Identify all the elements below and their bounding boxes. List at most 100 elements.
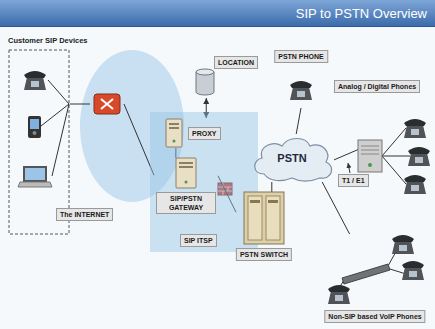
connector-line: [70, 104, 90, 105]
icon: [250, 200, 260, 203]
icon: [24, 77, 46, 90]
icon: [154, 158, 218, 224]
icon: [196, 69, 214, 95]
icon: [9, 50, 69, 234]
edge-label: T1 / E1: [338, 174, 369, 187]
icon: [402, 261, 424, 280]
icon: [30, 119, 39, 129]
icon: [382, 128, 406, 156]
icon: [392, 235, 414, 242]
icon: [244, 192, 284, 244]
icon: [24, 71, 46, 78]
icon: [368, 163, 372, 167]
icon: [176, 158, 196, 188]
icon: [402, 267, 424, 280]
icon: [266, 196, 280, 240]
proxy-server: PROXY: [164, 118, 230, 148]
node-label: PSTN PHONE: [274, 50, 328, 63]
node-label: Analog / Digital Phones: [334, 80, 420, 93]
icon: [8, 36, 70, 236]
icon: [33, 131, 37, 135]
connector-line: [296, 108, 301, 134]
location-server: LOCATION: [192, 54, 254, 98]
icon: [28, 116, 41, 138]
icon: [179, 166, 193, 168]
pstn-cloud: PSTN: [250, 134, 334, 182]
icon: [18, 166, 52, 187]
icon: [290, 87, 312, 100]
pstn-phone: PSTN PHONE: [270, 50, 332, 108]
node-label: SIP ITSP: [180, 234, 217, 247]
icon: [94, 94, 120, 114]
icon: [335, 295, 343, 301]
icon: [408, 147, 430, 166]
icon: [358, 140, 382, 172]
icon: [25, 168, 45, 180]
icon: [415, 157, 423, 163]
icon: [166, 119, 182, 147]
connector-line: [271, 182, 272, 192]
icon: [244, 192, 284, 244]
icon: [173, 140, 176, 143]
icon: [18, 182, 52, 187]
icon: [179, 162, 193, 164]
icon: [402, 261, 424, 268]
node-label: PROXY: [188, 127, 221, 140]
icon: [404, 181, 426, 194]
leader-arrow: [348, 163, 350, 173]
icon: [290, 81, 312, 88]
node-label: PSTN: [277, 152, 306, 165]
node-label: SIP/PSTN GATEWAY: [156, 192, 216, 214]
icon: [404, 125, 426, 138]
icon: [404, 119, 426, 138]
icon: [31, 81, 39, 87]
icon: [404, 175, 426, 182]
icon: [358, 140, 382, 172]
icon: [268, 200, 278, 203]
icon: [255, 139, 332, 182]
icon: [94, 94, 120, 114]
icon: [328, 285, 350, 304]
icon: [169, 123, 179, 125]
icon: [404, 119, 426, 126]
icon: [358, 116, 430, 196]
node-label: LOCATION: [214, 56, 258, 69]
icon: [166, 119, 182, 147]
icon: [408, 153, 430, 166]
node-label: Customer SIP Devices: [8, 36, 87, 45]
device-group: Customer SIP Devices: [8, 36, 70, 236]
icon: [176, 158, 196, 188]
icon: [24, 71, 46, 90]
icon: [52, 104, 69, 176]
icon: [382, 156, 410, 157]
icon: [48, 80, 69, 104]
connector-line: [322, 182, 349, 234]
icon: [185, 181, 188, 184]
icon: [409, 271, 417, 277]
icon: [408, 147, 430, 154]
icon: [411, 129, 419, 135]
icon: [169, 127, 179, 129]
node-label: Non-SIP based VoIP Phones: [324, 310, 425, 323]
title-bar: SIP to PSTN Overview: [0, 0, 435, 27]
connector-line: [334, 150, 358, 160]
title-text: SIP to PSTN Overview: [296, 6, 427, 21]
gateway-server: SIP/PSTN GATEWAY: [154, 158, 218, 224]
icon: [290, 81, 312, 100]
icon: [392, 235, 414, 254]
icon: [361, 146, 379, 154]
icon: [28, 116, 41, 138]
node-label: PSTN SWITCH: [236, 248, 292, 261]
icon: [328, 291, 350, 304]
itsp-region: SIP ITSP PROXY SIP/PSTN GATEWAY: [150, 112, 258, 252]
icon: [399, 245, 407, 251]
voip-group: Non-SIP based VoIP Phones: [322, 234, 428, 324]
icon: [382, 156, 406, 184]
icon: [404, 175, 426, 194]
icon: [342, 264, 390, 284]
icon: [90, 90, 124, 118]
icon: [411, 185, 419, 191]
icon: [392, 241, 414, 254]
node-label: The INTERNET: [56, 208, 113, 221]
